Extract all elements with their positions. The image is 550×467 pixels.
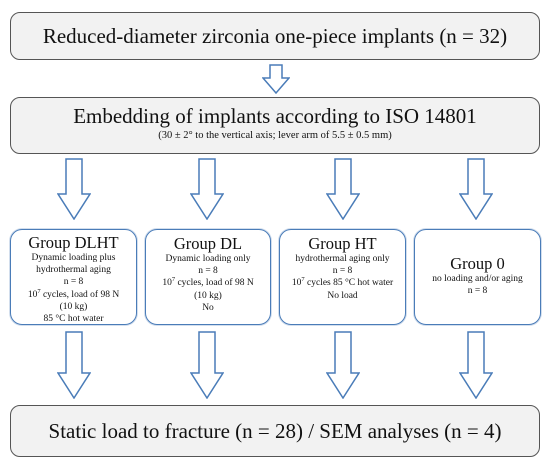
group-line: n = 8 <box>63 277 84 288</box>
group-dl-box: Group DL Dynamic loading only n = 8 107 … <box>145 229 271 325</box>
down-arrow-icon <box>190 158 224 220</box>
embedding-title: Embedding of implants according to ISO 1… <box>73 104 477 128</box>
group-title: Group HT <box>308 234 377 253</box>
group-line: hydrothermal aging <box>36 265 111 276</box>
group-title: Group DL <box>173 234 243 253</box>
group-line: n = 8 <box>467 286 488 297</box>
group-line: (10 kg) <box>59 301 88 312</box>
group-dlht-box: Group DLHT Dynamic loading plus hydrothe… <box>10 229 137 325</box>
fracture-analysis-text: Static load to fracture (n = 28) / SEM a… <box>48 419 502 443</box>
down-arrow-icon <box>262 64 290 94</box>
embedding-subtitle: (30 ± 2° to the vertical axis; lever arm… <box>158 130 392 141</box>
down-arrow-icon <box>57 158 91 220</box>
fracture-analysis-box: Static load to fracture (n = 28) / SEM a… <box>10 405 540 457</box>
group-title: Group 0 <box>450 254 505 273</box>
down-arrow-icon <box>190 331 224 399</box>
group-line: (10 kg) <box>194 290 222 301</box>
down-arrow-icon <box>326 158 360 220</box>
group-cycles: 107 cycles 85 °C hot water <box>291 276 394 289</box>
down-arrow-icon <box>57 331 91 399</box>
group-line: no loading and/or aging <box>432 274 523 285</box>
group-line: Dynamic loading plus <box>31 253 116 264</box>
group-line: n = 8 <box>332 266 353 277</box>
implants-box: Reduced-diameter zirconia one-piece impl… <box>10 12 540 60</box>
group-line: No <box>202 302 214 313</box>
group-cycles: 107 cycles, load of 98 N <box>27 287 120 300</box>
group-line: 85 °C hot water <box>43 313 104 324</box>
down-arrow-icon <box>326 331 360 399</box>
group-0-box: Group 0 no loading and/or aging n = 8 <box>414 229 541 325</box>
embedding-box: Embedding of implants according to ISO 1… <box>10 97 540 154</box>
group-ht-box: Group HT hydrothermal aging only n = 8 1… <box>279 229 406 325</box>
down-arrow-icon <box>459 331 493 399</box>
group-line: hydrothermal aging only <box>295 254 390 265</box>
down-arrow-icon <box>459 158 493 220</box>
group-cycles: 107 cycles, load of 98 N <box>162 276 254 289</box>
implants-box-text: Reduced-diameter zirconia one-piece impl… <box>42 24 508 48</box>
group-line: n = 8 <box>198 266 218 277</box>
group-line: No load <box>327 290 358 301</box>
group-line: Dynamic loading only <box>165 254 251 265</box>
group-title: Group DLHT <box>28 233 119 252</box>
